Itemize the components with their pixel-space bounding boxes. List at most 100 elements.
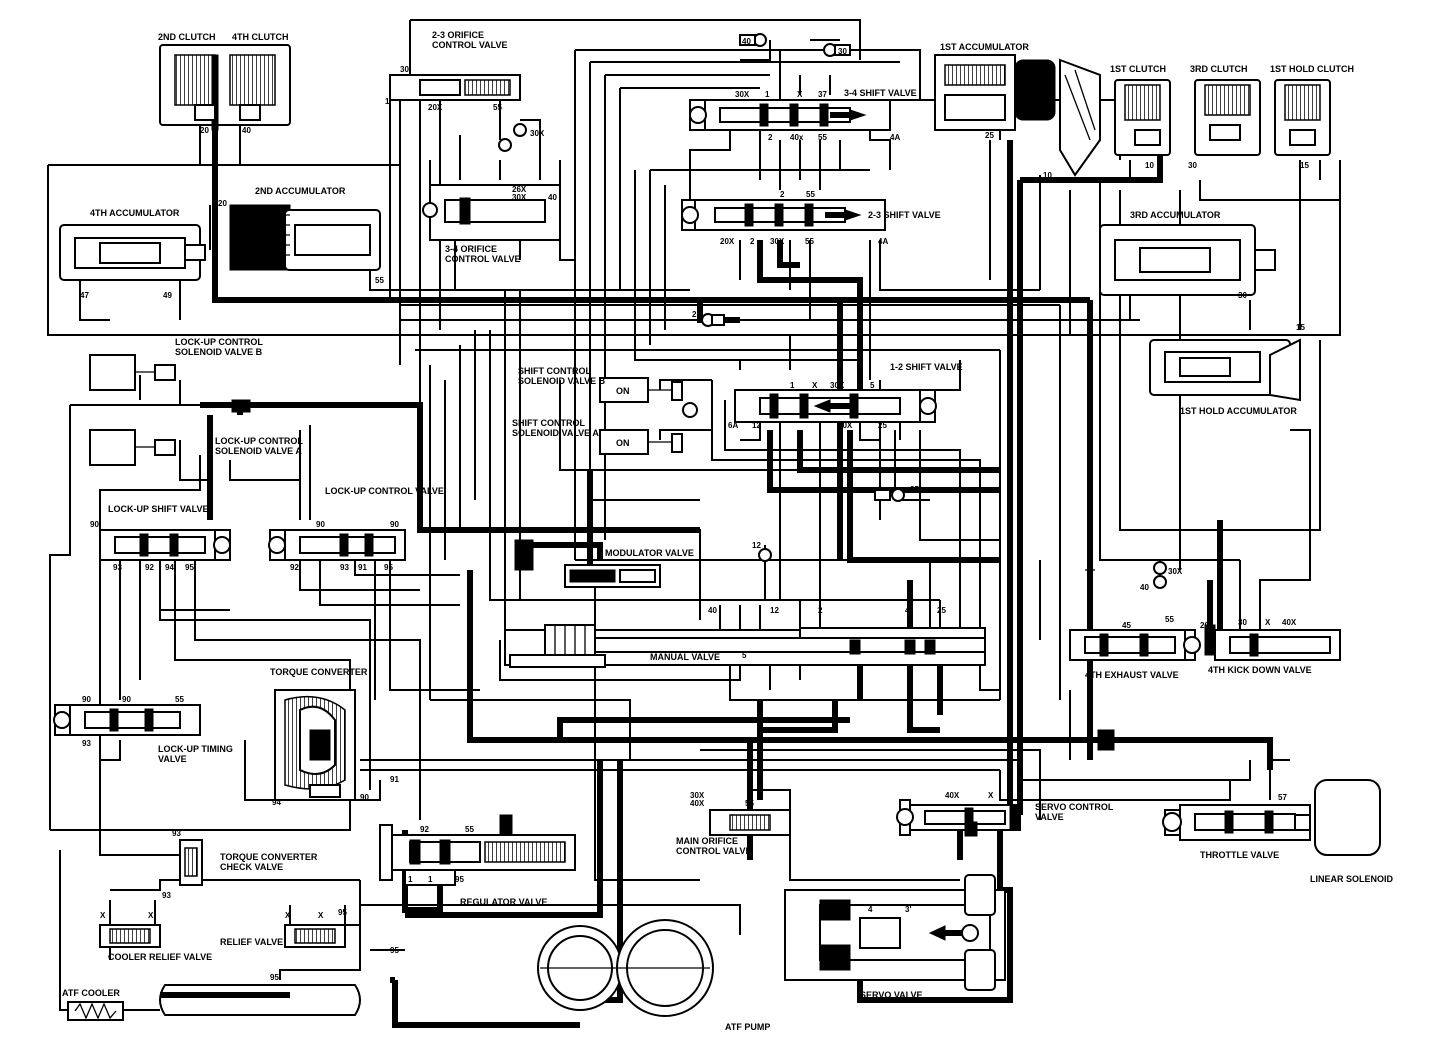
port-label: 37 <box>818 90 827 99</box>
port-label: 2 <box>818 606 823 615</box>
tc-check-valve <box>179 839 203 886</box>
port-label: 95 <box>185 563 194 572</box>
orifice-23-label-1: 2-3 ORIFICE <box>432 30 484 40</box>
port-label: 95 <box>455 875 464 884</box>
port-label: 30 <box>838 47 847 56</box>
accumulator-4th-label: 4TH ACCUMULATOR <box>90 208 180 218</box>
check-valve-throttle <box>1097 729 1115 751</box>
orifice-34-label-2: CONTROL VALVE <box>445 254 521 264</box>
torque-converter-label: TORQUE CONVERTER <box>270 667 368 677</box>
port-label: 25 <box>878 421 887 430</box>
port-label: 55 <box>745 799 754 808</box>
kickdown-valve-4th <box>1204 624 1341 661</box>
port-label: 1 <box>428 875 433 884</box>
port-label: 20X <box>428 103 443 112</box>
exhaust-valve-4th <box>1069 629 1201 661</box>
lockup-shift-valve <box>99 529 231 561</box>
cooler-relief-valve <box>99 924 161 948</box>
lockup-control-valve-label: LOCK-UP CONTROL VALVE <box>325 486 444 496</box>
port-label: 55 <box>1165 615 1174 624</box>
lockup-timing-label-2: VALVE <box>158 754 187 764</box>
port-label: 92 <box>420 825 429 834</box>
port-label: 25 <box>937 606 946 615</box>
port-label: 1 <box>408 875 413 884</box>
accumulator-1st-hold-label: 1ST HOLD ACCUMULATOR <box>1180 406 1297 416</box>
orifice-34-label-1: 3-4 ORIFICE <box>445 244 497 254</box>
line-pressure-passages <box>200 125 1273 1028</box>
clutch-1st-hold-label: 1ST HOLD CLUTCH <box>1270 64 1354 74</box>
shift-solenoid-b <box>599 377 683 403</box>
atf-cooler-label: ATF COOLER <box>62 988 120 998</box>
tc-check-label-2: CHECK VALVE <box>220 862 283 872</box>
servo-control-label-1: SERVO CONTROL <box>1035 802 1114 812</box>
clutch-3rd-label: 3RD CLUTCH <box>1190 64 1248 74</box>
port-label: 30 <box>1188 161 1197 170</box>
port-label: 12 <box>752 541 761 550</box>
relief-valve <box>284 924 346 948</box>
port-label: 93 <box>172 829 181 838</box>
port-label: 10 <box>1043 171 1052 180</box>
port-label: 90 <box>390 520 399 529</box>
port-label: 15 <box>1300 161 1309 170</box>
port-label: 2 <box>750 237 755 246</box>
servo-control-label-2: VALVE <box>1035 812 1064 822</box>
port-label: 3' <box>905 905 911 914</box>
port-label: 92 <box>290 563 299 572</box>
lockup-solenoid-a <box>89 399 251 466</box>
shift-valve-12-label: 1-2 SHIFT VALVE <box>890 362 963 372</box>
port-label: 94 <box>272 798 281 807</box>
port-label: 30X <box>512 193 527 202</box>
port-label: 10 <box>1145 161 1154 170</box>
port-label: 93 <box>162 891 171 900</box>
port-label: 6A <box>728 421 738 430</box>
port-label: 2 <box>768 133 773 142</box>
regulator-valve-label: REGULATOR VALVE <box>460 897 547 907</box>
accumulator-4th <box>59 224 206 281</box>
port-label: 20 <box>1200 621 1209 630</box>
servo-valve-label: SERVO VALVE <box>860 990 923 1000</box>
port-label: 90 <box>90 520 99 529</box>
port-label: 26X <box>512 185 527 194</box>
port-label: 95 <box>390 946 399 955</box>
servo-valve <box>784 874 1006 991</box>
port-label: X <box>797 90 803 99</box>
port-label: 57 <box>1278 793 1287 802</box>
port-label: 30X <box>838 421 853 430</box>
cooler-relief-label: COOLER RELIEF VALVE <box>108 952 212 962</box>
port-label: 90 <box>360 793 369 802</box>
lockup-timing-label-1: LOCK-UP TIMING <box>158 744 233 754</box>
check-valve-group-top <box>498 33 851 152</box>
solenoid-b-on: ON <box>616 386 630 396</box>
shift-solenoid-a <box>599 402 698 455</box>
clutch-2nd-label: 2ND CLUTCH <box>158 32 216 42</box>
accumulator-1st-hold <box>1149 338 1301 402</box>
clutch-2nd-4th-assembly <box>159 44 291 131</box>
port-label: 40 <box>708 606 717 615</box>
port-label: X <box>1265 618 1271 627</box>
port-label: 40 <box>742 37 751 46</box>
port-label: 30X <box>770 237 785 246</box>
port-label: 94 <box>165 563 174 572</box>
manual-valve-label: MANUAL VALVE <box>650 652 720 662</box>
torque-converter <box>274 689 356 801</box>
port-label: 93 <box>340 563 349 572</box>
shift-solenoid-a-label-1: SHIFT CONTROL <box>512 418 585 428</box>
port-label: 30 <box>400 65 409 74</box>
port-label: 55 <box>806 190 815 199</box>
throttle-valve <box>1162 804 1311 841</box>
linear-solenoid <box>1314 779 1381 856</box>
clutch-1st-label: 1ST CLUTCH <box>1110 64 1166 74</box>
accumulator-1st <box>934 54 1101 177</box>
atf-cooler <box>67 1001 124 1021</box>
oil-strainer <box>159 984 361 1016</box>
port-label: 55 <box>375 276 384 285</box>
port-label: 55 <box>805 237 814 246</box>
port-label: 5 <box>870 381 875 390</box>
servo-control-valve <box>896 799 1021 837</box>
port-label: 30 <box>1238 618 1247 627</box>
shift-valve-34-label: 3-4 SHIFT VALVE <box>844 88 917 98</box>
accumulator-3rd <box>1099 224 1276 296</box>
port-label: X <box>100 911 106 920</box>
port-label: 30X <box>690 791 705 800</box>
